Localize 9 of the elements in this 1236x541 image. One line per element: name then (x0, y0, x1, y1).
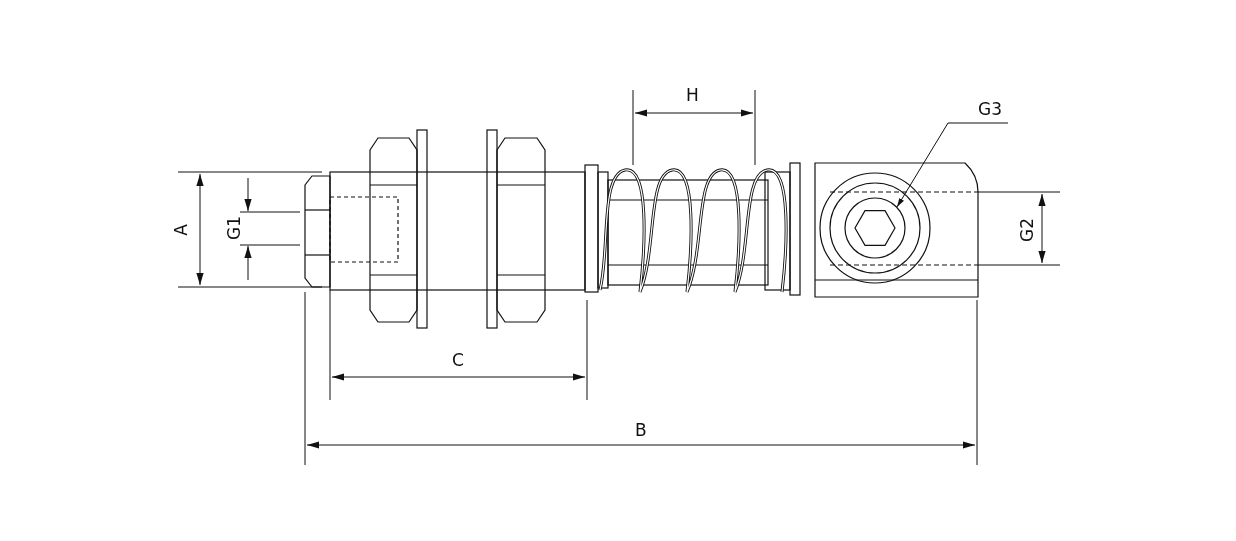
dimension-label: G1 (224, 216, 244, 240)
dimension-label: B (635, 420, 647, 440)
dimension-label: G2 (1017, 218, 1037, 242)
dimension-label: H (686, 85, 699, 105)
hex-socket (844, 197, 906, 259)
callout-label: G3 (978, 99, 1002, 119)
dimension-label: C (452, 350, 464, 370)
leader-line (896, 122, 1009, 208)
dimension-label: A (170, 224, 191, 236)
